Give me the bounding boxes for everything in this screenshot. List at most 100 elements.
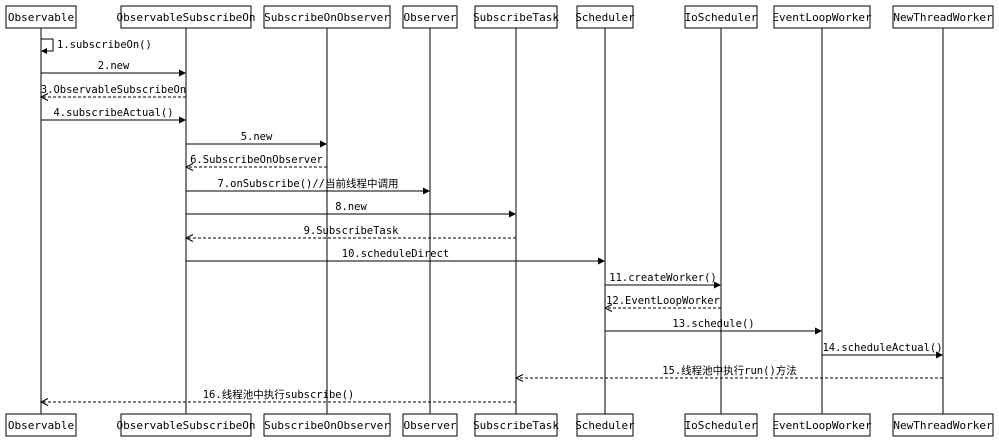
message-label: 11.createWorker() <box>609 272 716 284</box>
participant-label: Scheduler <box>575 419 635 432</box>
participant-box <box>474 5 558 29</box>
participant-box <box>263 5 391 29</box>
participant-label: SubscribeOnObserver <box>264 419 390 432</box>
arrow-head <box>179 69 186 77</box>
arrow-head <box>320 140 327 148</box>
participant-box <box>263 413 391 437</box>
message-6: 6.SubscribeOnObserver <box>184 154 327 171</box>
message-13: 13.schedule() <box>605 318 822 335</box>
arrow-head <box>179 116 186 124</box>
participant-label: ObservableSubscribeOn <box>116 11 255 24</box>
message-7: 7.onSubscribe()//当前线程中调用 <box>186 177 430 195</box>
participant-bottom-observable: Observable <box>5 413 77 437</box>
participant-box <box>5 5 77 29</box>
participant-box <box>892 5 994 29</box>
participant-top-subscribe-task: SubscribeTask <box>473 5 559 29</box>
arrow-head <box>184 163 194 171</box>
message-label: 16.线程池中执行subscribe() <box>203 388 355 401</box>
participant-label: Observable <box>8 11 74 24</box>
message-label: 9.SubscribeTask <box>304 225 400 237</box>
message-label: 10.scheduleDirect <box>342 248 449 260</box>
participant-box <box>402 5 458 29</box>
participant-label: Observer <box>404 11 457 24</box>
lifelines <box>40 28 944 414</box>
participant-box <box>576 5 634 29</box>
message-15: 15.线程池中执行run()方法 <box>514 364 943 382</box>
arrow-head <box>603 304 613 312</box>
message-label: 12.EventLoopWorker <box>606 295 720 307</box>
message-1: 1.subscribeOn() <box>41 38 152 54</box>
participant-label: SubscribeTask <box>473 419 559 432</box>
message-5: 5.new <box>186 131 327 148</box>
message-12: 12.EventLoopWorker <box>603 295 721 312</box>
message-14: 14.scheduleActual() <box>822 342 943 359</box>
participant-box <box>5 413 77 437</box>
participant-box <box>773 5 871 29</box>
participant-box <box>773 413 871 437</box>
message-8: 8.new <box>186 201 516 218</box>
participant-label: Observer <box>404 419 457 432</box>
message-16: 16.线程池中执行subscribe() <box>39 388 516 406</box>
arrow-head <box>184 234 194 242</box>
participant-top-event-loop-worker: EventLoopWorker <box>772 5 872 29</box>
participant-label: IoScheduler <box>685 11 758 24</box>
participant-box <box>684 5 758 29</box>
participant-label: Observable <box>8 419 74 432</box>
arrow-head <box>41 48 47 54</box>
message-label: 2.new <box>98 60 130 72</box>
message-4: 4.subscribeActual() <box>41 107 186 124</box>
message-9: 9.SubscribeTask <box>184 225 516 242</box>
message-label: 5.new <box>241 131 273 143</box>
participant-top-observable: Observable <box>5 5 77 29</box>
participant-box <box>576 413 634 437</box>
participant-bottom-event-loop-worker: EventLoopWorker <box>772 413 872 437</box>
participant-bottom-io-scheduler: IoScheduler <box>684 413 758 437</box>
message-label: 6.SubscribeOnObserver <box>190 154 323 166</box>
participant-box <box>892 413 994 437</box>
arrow-head <box>815 327 822 335</box>
participant-bottom-observable-subscribe-on: ObservableSubscribeOn <box>116 413 256 437</box>
participant-bottom-new-thread-worker: NewThreadWorker <box>892 413 994 437</box>
participant-label: IoScheduler <box>685 419 758 432</box>
message-label: 13.schedule() <box>672 318 754 330</box>
participant-label: Scheduler <box>575 11 635 24</box>
participant-label: ObservableSubscribeOn <box>116 419 255 432</box>
participant-top-new-thread-worker: NewThreadWorker <box>892 5 994 29</box>
arrow-head <box>714 281 721 289</box>
arrow-head <box>936 351 943 359</box>
participant-box <box>684 413 758 437</box>
message-label: 3.ObservableSubscribeOn <box>41 84 186 96</box>
participant-box <box>120 413 252 437</box>
arrow-head <box>598 257 605 265</box>
message-10: 10.scheduleDirect <box>186 248 605 265</box>
participant-label: SubscribeTask <box>473 11 559 24</box>
participant-top-subscribe-on-observer: SubscribeOnObserver <box>263 5 391 29</box>
messages: 1.subscribeOn() 2.new 3.ObservableSubscrib… <box>39 38 943 406</box>
message-2: 2.new <box>41 60 186 77</box>
participant-bottom-subscribe-task: SubscribeTask <box>473 413 559 437</box>
arrow-head <box>509 210 516 218</box>
participant-top-observer: Observer <box>402 5 458 29</box>
participant-top-observable-subscribe-on: ObservableSubscribeOn <box>116 5 256 29</box>
participant-box <box>402 413 458 437</box>
participant-label: EventLoopWorker <box>772 11 872 24</box>
participant-box <box>474 413 558 437</box>
message-11: 11.createWorker() <box>605 272 721 289</box>
message-label: 4.subscribeActual() <box>53 107 173 119</box>
participant-label: NewThreadWorker <box>893 11 993 24</box>
message-label: 1.subscribeOn() <box>57 39 152 51</box>
participant-top-io-scheduler: IoScheduler <box>684 5 758 29</box>
participant-top-scheduler: Scheduler <box>575 5 635 29</box>
self-call-arrow <box>41 38 54 52</box>
message-label: 7.onSubscribe()//当前线程中调用 <box>218 177 399 190</box>
participant-bottom-observer: Observer <box>402 413 458 437</box>
message-label: 8.new <box>335 201 367 213</box>
arrow-head <box>39 93 49 101</box>
arrow-head <box>423 187 430 195</box>
arrow-head <box>39 398 49 406</box>
participant-label: EventLoopWorker <box>772 419 872 432</box>
message-label: 14.scheduleActual() <box>822 342 942 354</box>
participant-label: NewThreadWorker <box>893 419 993 432</box>
